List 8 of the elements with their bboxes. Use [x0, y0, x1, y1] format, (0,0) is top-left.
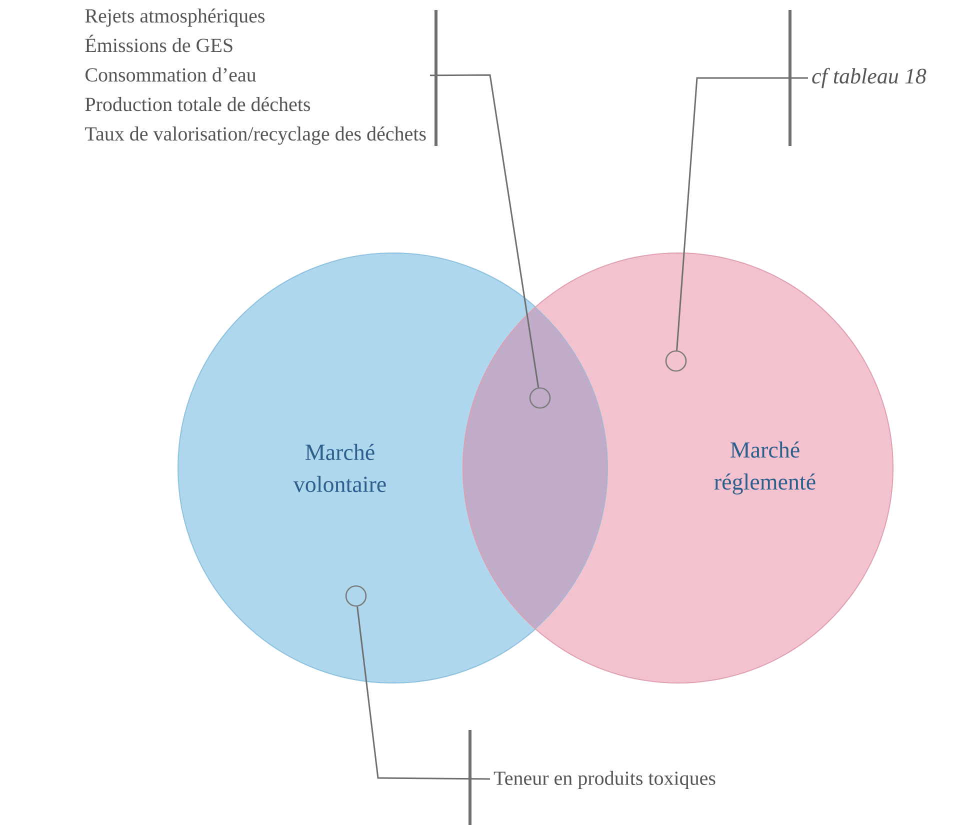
leader-line [676, 77, 808, 350]
callout-text: Teneur en produits toxiques [494, 770, 716, 790]
leader-line [430, 74, 540, 388]
leader-line [356, 606, 490, 780]
callout-text: cf tableau 18 [812, 68, 926, 88]
marker-circle [665, 350, 687, 372]
marker-circle [345, 585, 367, 607]
callout-text: Rejets atmosphériques Émissions de GES Consommation d’eau Production totale de déchets Taux de valorisation/recyclage des déchets [85, 8, 426, 145]
